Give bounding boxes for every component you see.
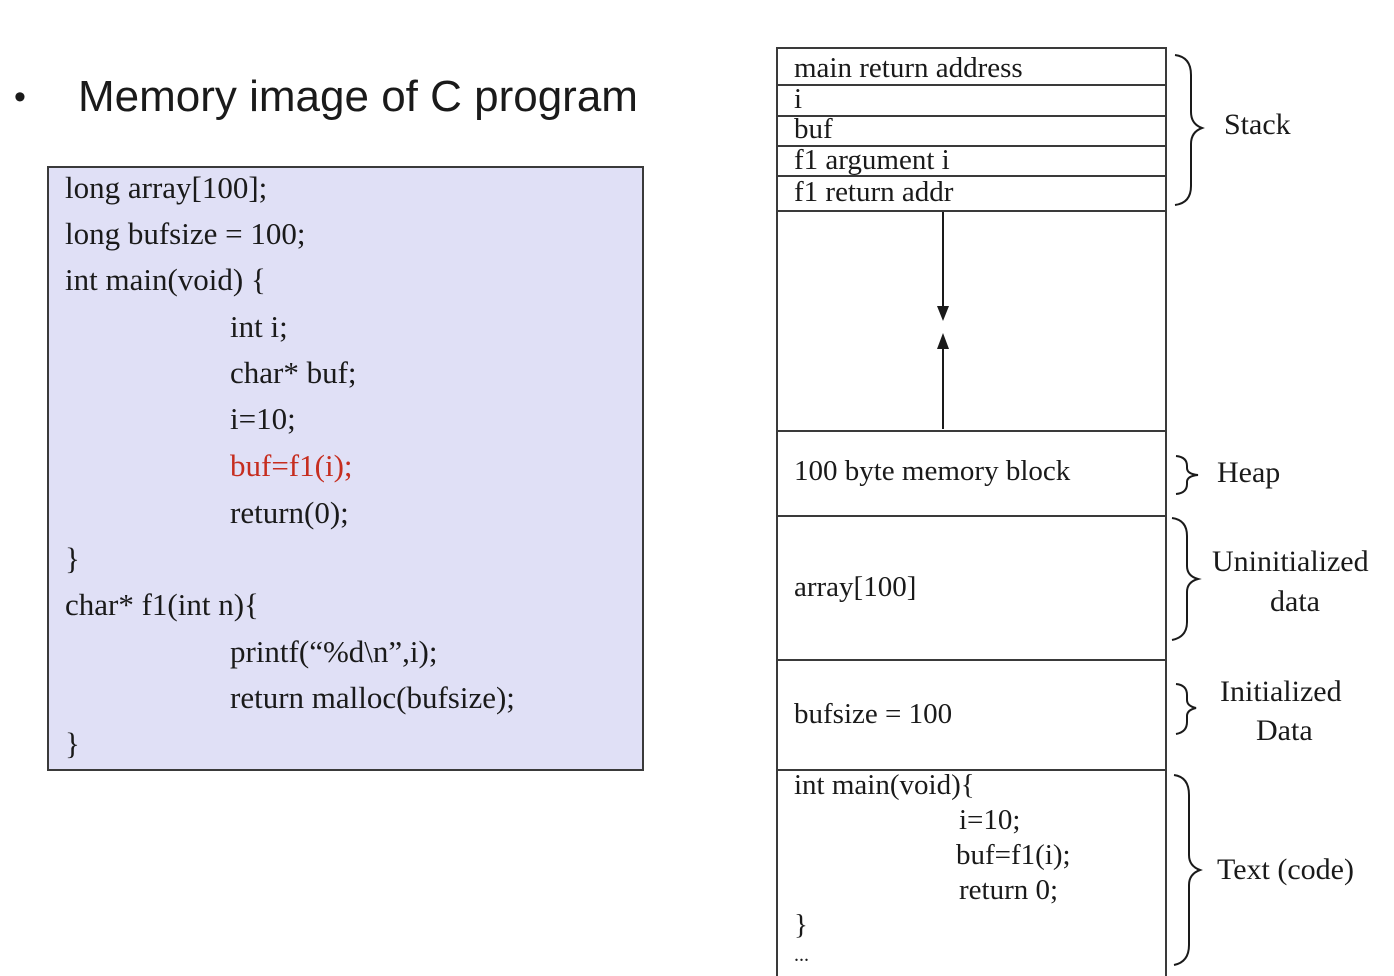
heap-block: 100 byte memory block <box>794 455 1071 487</box>
segment-divider <box>778 769 1165 771</box>
heap-brace <box>1175 455 1199 495</box>
segment-label-uninit: data <box>1270 585 1320 618</box>
segment-divider <box>778 515 1165 517</box>
text-code-line: buf=f1(i); <box>956 839 1071 871</box>
code-line: printf(“%d\n”,i); <box>230 634 438 669</box>
row-divider <box>778 84 1165 86</box>
code-line: long array[100]; <box>65 170 268 205</box>
segment-label-init: Initialized <box>1220 675 1342 708</box>
text-code-line: } <box>794 909 808 941</box>
stack-row: f1 return addr <box>794 176 954 208</box>
init-brace <box>1175 683 1197 735</box>
row-divider <box>778 115 1165 117</box>
slide-title: Memory image of C program <box>78 72 638 121</box>
code-line: char* f1(int n){ <box>65 587 259 622</box>
row-divider <box>778 175 1165 177</box>
stack-row: buf <box>794 113 833 145</box>
bullet-marker: • <box>14 78 26 116</box>
segment-label-heap: Heap <box>1217 456 1281 489</box>
code-line: } <box>65 541 80 576</box>
segment-divider <box>778 430 1165 432</box>
text-code-line: return 0; <box>959 874 1059 906</box>
uninit-block: array[100] <box>794 571 917 603</box>
stack-brace <box>1174 54 1205 206</box>
code-line-current: buf=f1(i); <box>230 448 353 483</box>
segment-label-init: Data <box>1256 714 1313 747</box>
segment-label-stack: Stack <box>1224 108 1291 141</box>
stack-row: f1 argument i <box>794 144 950 176</box>
code-line: } <box>65 726 80 761</box>
segment-label-uninit: Uninitialized <box>1212 545 1369 578</box>
uninit-brace <box>1171 517 1202 641</box>
code-line: char* buf; <box>230 355 357 390</box>
text-brace <box>1173 774 1203 966</box>
code-line: return malloc(bufsize); <box>230 680 515 715</box>
code-line: int main(void) { <box>65 262 266 297</box>
row-divider <box>778 210 1165 212</box>
stack-row: main return address <box>794 52 1023 84</box>
source-code-box: long array[100]; long bufsize = 100; int… <box>47 166 644 771</box>
code-line: return(0); <box>230 495 349 530</box>
row-divider <box>778 145 1165 147</box>
stack-row: i <box>794 83 803 115</box>
text-code-line: int main(void){ <box>794 769 975 801</box>
code-line: i=10; <box>230 401 296 436</box>
code-line: int i; <box>230 309 288 344</box>
stack-growth-arrow <box>937 212 949 321</box>
segment-divider <box>778 659 1165 661</box>
segment-label-text: Text (code) <box>1217 853 1354 886</box>
init-block: bufsize = 100 <box>794 698 953 730</box>
memory-layout: main return address i buf f1 argument i … <box>776 47 1167 976</box>
text-code-line: ... <box>794 944 809 966</box>
heap-growth-arrow <box>937 333 949 429</box>
text-code-line: i=10; <box>959 804 1021 836</box>
code-line: long bufsize = 100; <box>65 216 306 251</box>
